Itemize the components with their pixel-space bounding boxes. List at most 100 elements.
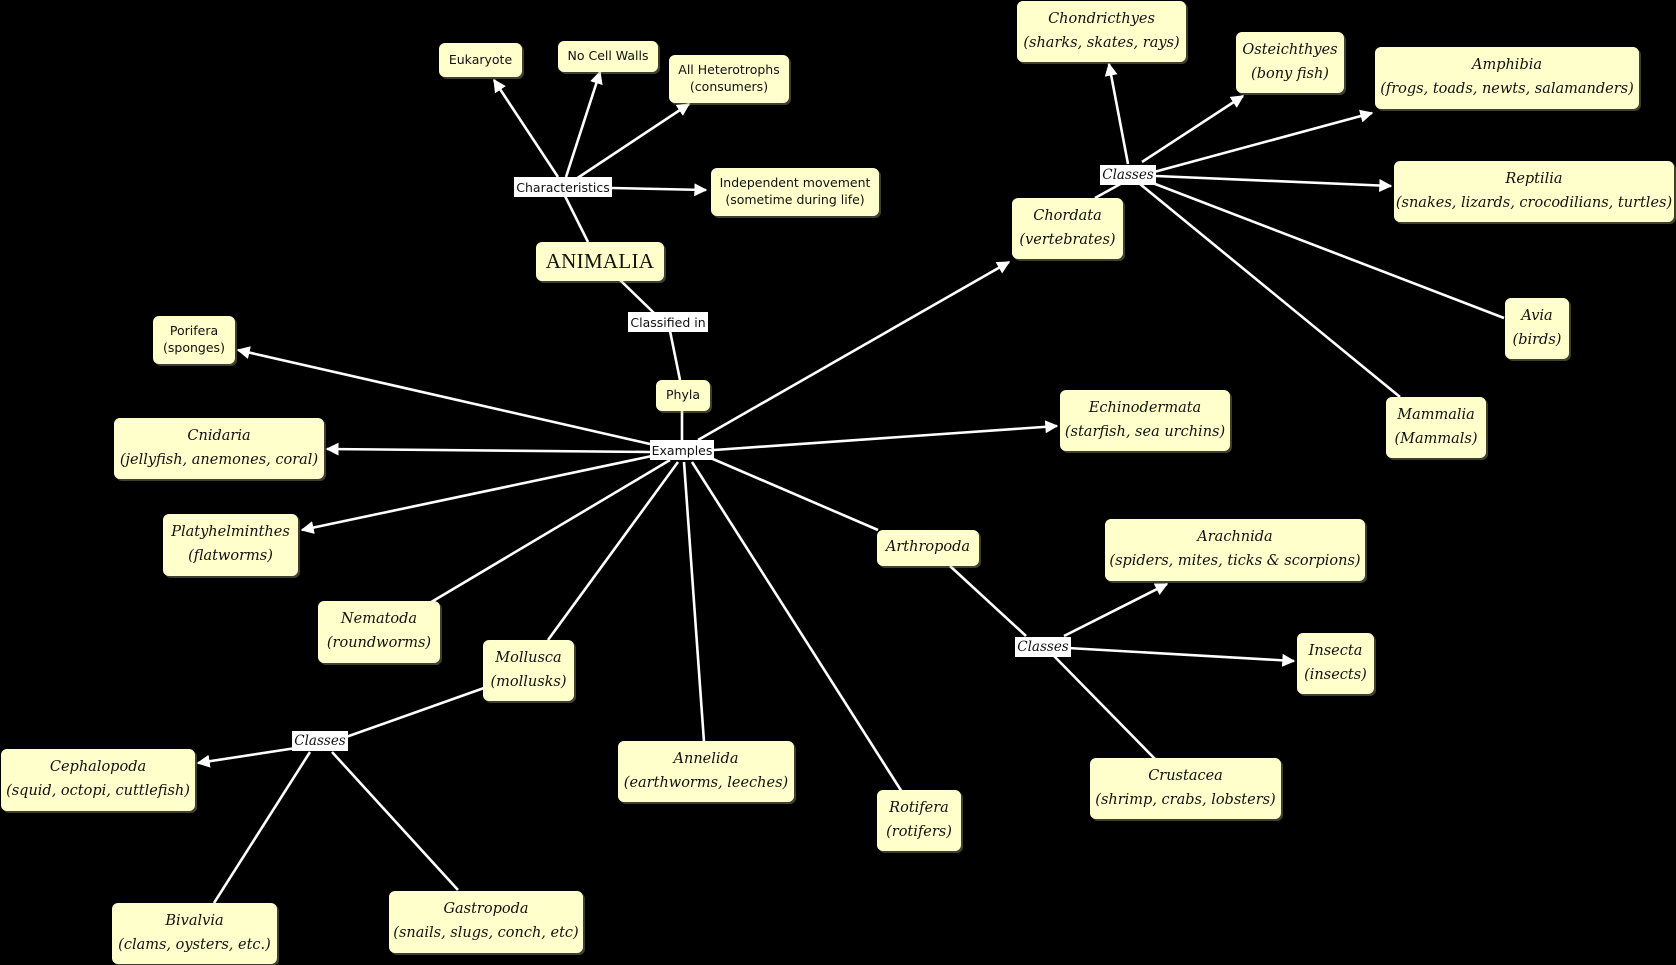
node-chondrichthyes[interactable]: Chondricthyes (sharks, skates, rays) [1017,1,1186,62]
sublabel: (sometime during life) [725,192,865,207]
root-label: ANIMALIA [545,249,655,274]
edge-arth-crustacea [1053,655,1157,761]
sublabel: (shrimp, crabs, lobsters) [1095,791,1276,808]
link-classified-in[interactable]: Classified in [628,312,708,332]
edge-classes-osteichthyes [1141,94,1245,164]
sublabel: (snakes, lizards, crocodilians, turtles) [1395,194,1673,211]
label: Cnidaria [187,427,251,444]
node-mollusca[interactable]: Mollusca (mollusks) [483,640,574,701]
node-annelida[interactable]: Annelida (earthworms, leeches) [618,741,794,802]
node-phyla[interactable]: Phyla [656,380,710,411]
label: Osteichthyes [1242,41,1338,58]
node-nematoda[interactable]: Nematoda (roundworms) [318,601,440,663]
label: Phyla [666,387,700,403]
edge-char-movement [611,183,708,197]
edge-classes-chondrichthyes [1104,62,1130,165]
label: Amphibia [1471,57,1543,74]
link-classes-chordata[interactable]: Classes [1100,165,1156,185]
node-insecta[interactable]: Insecta (insects) [1297,633,1374,694]
edge-ex-porifera [236,346,651,446]
sublabel: (bony fish) [1251,65,1329,82]
node-avia[interactable]: Avia (birds) [1505,298,1569,359]
edge-classes-mammalia [1139,182,1401,399]
label: All Heterotrophs [678,62,780,78]
label: Mammalia [1397,406,1475,423]
label: Mollusca [495,649,562,666]
edge-classes-amphibia [1153,109,1374,174]
node-rotifera[interactable]: Rotifera (rotifers) [877,790,961,851]
edge-arth-arachnida [1063,582,1169,638]
link-classes-arthropoda[interactable]: Classes [1015,637,1071,657]
sublabel: (snails, slugs, conch, etc) [393,925,579,941]
edge-moll-gastropoda [331,751,459,891]
label: Reptilia [1505,170,1563,187]
label: Platyhelminthes [171,524,290,541]
label: Arachnida [1197,529,1273,546]
node-mammalia[interactable]: Mammalia (Mammals) [1386,397,1486,458]
label: Independent movement [719,175,871,191]
node-arthropoda[interactable]: Arthropoda [877,530,979,566]
label: Arthropoda [885,539,971,556]
node-gastropoda[interactable]: Gastropoda (snails, slugs, conch, etc) [389,891,583,953]
sublabel: (rotifers) [886,823,952,840]
sublabel: (roundworms) [326,635,432,651]
node-reptilia[interactable]: Reptilia (snakes, lizards, crocodilians,… [1394,161,1674,222]
label: Crustacea [1148,767,1223,784]
edge-char-nocellwalls [564,70,603,178]
node-cnidaria[interactable]: Cnidaria (jellyfish, anemones, coral) [114,418,324,479]
node-independent-movement[interactable]: Independent movement (sometime during li… [711,168,879,216]
sublabel: (sponges) [163,340,225,355]
label: Insecta [1308,642,1363,659]
edge-arthropoda-classes [949,565,1027,637]
root-node-animalia[interactable]: ANIMALIA [536,242,664,281]
edge-char-heterotrophs [575,102,691,181]
edge-ex-echinodermata [713,420,1059,452]
label: Chordata [1033,207,1102,224]
sublabel: (squid, octopi, cuttlefish) [6,783,190,799]
edge-arth-insecta [1067,646,1296,667]
label: Annelida [673,750,739,767]
node-no-cell-walls[interactable]: No Cell Walls [558,41,658,72]
label: Cephalopoda [49,759,147,776]
label: Porifera [169,323,219,339]
sublabel: (earthworms, leeches) [623,774,789,791]
link-examples[interactable]: Examples [650,440,714,460]
node-chordata[interactable]: Chordata (vertebrates) [1012,198,1123,259]
node-echinodermata[interactable]: Echinodermata (starfish, sea urchins) [1060,390,1230,451]
node-eukaryote[interactable]: Eukaryote [439,43,522,77]
node-heterotrophs[interactable]: All Heterotrophs (consumers) [669,55,789,103]
node-porifera[interactable]: Porifera (sponges) [153,316,235,364]
sublabel: (mollusks) [490,673,567,690]
sublabel: (birds) [1512,331,1562,348]
edge-animalia-classifiedin [619,279,655,314]
edge-ex-arthropoda [705,454,879,532]
label: Rotifera [889,799,949,816]
edge-ex-mollusca [546,461,680,641]
sublabel: (flatworms) [188,548,273,564]
node-crustacea[interactable]: Crustacea (shrimp, crabs, lobsters) [1090,758,1281,819]
edge-classes-avia [1149,180,1505,320]
edge-ex-cnidaria [325,442,651,456]
edge-ex-annelida [682,461,706,743]
label: Echinodermata [1088,399,1202,416]
node-amphibia[interactable]: Amphibia (frogs, toads, newts, salamande… [1375,47,1639,109]
node-platyhelminthes[interactable]: Platyhelminthes (flatworms) [163,514,298,576]
sublabel: (consumers) [689,79,769,94]
edge-ex-rotifera [690,461,904,793]
node-osteichthyes[interactable]: Osteichthyes (bony fish) [1236,32,1344,93]
sublabel: (insects) [1304,666,1367,683]
link-classes-mollusca[interactable]: Classes [292,731,348,751]
sublabel: (sharks, skates, rays) [1023,34,1180,51]
sublabel: (vertebrates) [1019,231,1116,248]
edge-moll-bivalvia [212,751,312,904]
node-bivalvia[interactable]: Bivalvia (clams, oysters, etc.) [112,903,277,964]
label: No Cell Walls [567,48,649,64]
sublabel: (frogs, toads, newts, salamanders) [1380,81,1634,97]
edge-moll-cephalopoda [196,746,297,768]
node-arachnida[interactable]: Arachnida (spiders, mites, ticks & scorp… [1105,519,1365,581]
edge-mollusca-classes [345,686,485,739]
node-cephalopoda[interactable]: Cephalopoda (squid, octopi, cuttlefish) [1,749,195,811]
link-characteristics[interactable]: Characteristics [514,177,612,197]
label: Nematoda [340,611,418,628]
